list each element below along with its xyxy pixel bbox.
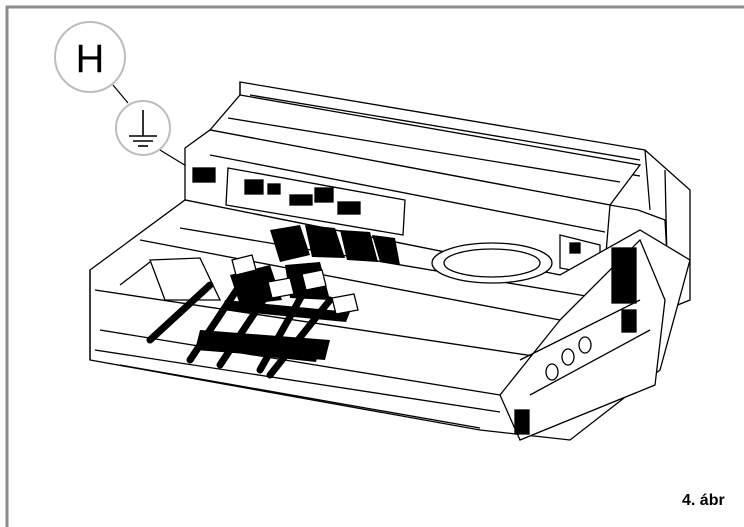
connector-blocks [231,254,359,315]
callout-h-letter: H [76,37,105,81]
callout-h-circle [54,21,126,93]
figure-caption: 4. ábr [682,492,725,509]
callout-connector [112,84,129,104]
chassis-drawing [89,81,691,441]
figure-border [5,5,744,527]
ground-symbol-icon [115,100,171,156]
cable-runs [146,281,334,379]
callout-h: H [54,21,126,93]
